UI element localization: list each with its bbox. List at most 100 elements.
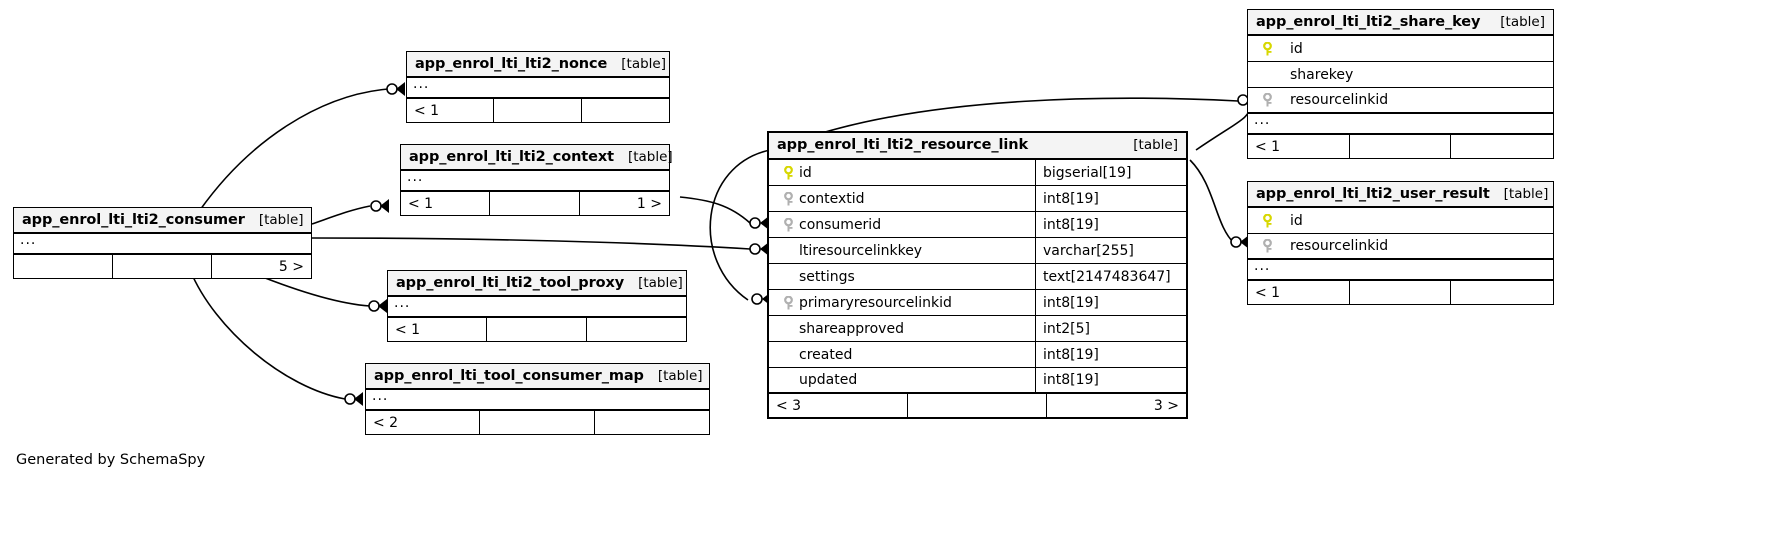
footer-middle (1350, 135, 1452, 158)
column-type: int8[19] (1043, 372, 1099, 388)
column-label: primaryresourcelinkid (799, 294, 952, 311)
table-name: app_enrol_lti_lti2_share_key (1256, 13, 1481, 30)
connector-contextid (749, 217, 761, 229)
foreign-key-icon (777, 191, 799, 206)
table-row[interactable]: shareapproved int2[5] (769, 316, 1186, 342)
table-tag: [table] (621, 55, 666, 72)
primary-key-icon (1256, 213, 1278, 228)
footer-parents: < 3 (769, 394, 908, 417)
footer-middle (1350, 281, 1452, 304)
table-row[interactable]: id (1248, 36, 1553, 62)
edge-resourcelink-userresult (1189, 159, 1235, 244)
column-label: id (799, 164, 812, 181)
table-row[interactable]: id (1248, 208, 1553, 234)
table-app_enrol_lti_lti2_resource_link[interactable]: app_enrol_lti_lti2_resource_link [table]… (767, 131, 1188, 419)
table-app_enrol_lti_lti2_consumer[interactable]: app_enrol_lti_lti2_consumer [table] ... … (13, 207, 312, 279)
table-footer: < 1 (388, 318, 686, 341)
collapsed-columns-indicator: ... (1248, 112, 1553, 135)
edge-consumer-consumermap (189, 269, 346, 400)
column-label: sharekey (1290, 66, 1354, 83)
table-tag: [table] (627, 148, 673, 165)
collapsed-columns-indicator: ... (407, 76, 669, 99)
footer-children (582, 99, 669, 122)
column-name-cell: resourcelinkid (1248, 234, 1553, 258)
table-app_enrol_lti_lti2_share_key[interactable]: app_enrol_lti_lti2_share_key [table] id … (1247, 9, 1554, 159)
primary-key-icon (777, 165, 799, 180)
column-label: id (1290, 212, 1303, 229)
column-name-cell: resourcelinkid (1248, 88, 1553, 112)
table-header: app_enrol_lti_lti2_tool_proxy [table] (388, 271, 686, 297)
edge-context-resourcelink (679, 196, 751, 224)
footer-middle (480, 411, 595, 434)
foreign-key-icon (1256, 239, 1278, 253)
edge-consumer-nonce (199, 88, 389, 211)
table-row[interactable]: contextid int8[19] (769, 186, 1186, 212)
table-tag: [table] (1500, 13, 1545, 30)
primary-key-icon (1256, 41, 1278, 56)
footer-middle (494, 99, 582, 122)
table-header: app_enrol_lti_lti2_consumer [table] (14, 208, 311, 234)
table-name: app_enrol_lti_lti2_nonce (415, 55, 608, 72)
table-tag: [table] (638, 274, 683, 291)
table-app_enrol_lti_lti2_context[interactable]: app_enrol_lti_lti2_context [table] ... <… (400, 144, 673, 216)
table-row[interactable]: resourcelinkid (1248, 234, 1553, 260)
collapsed-columns-indicator: ... (1248, 258, 1553, 281)
table-row[interactable]: settings text[2147483647] (769, 264, 1186, 290)
table-row[interactable]: consumerid int8[19] (769, 212, 1186, 238)
column-label: resourcelinkid (1290, 238, 1389, 254)
table-row[interactable]: resourcelinkid (1248, 88, 1553, 114)
footer-children: 1 > (636, 195, 662, 212)
footer-children (595, 411, 709, 434)
generated-by-caption: Generated by SchemaSpy (16, 452, 206, 468)
footer-parents: < 1 (401, 192, 491, 215)
column-label: created (799, 346, 853, 363)
table-row[interactable]: primaryresourcelinkid int8[19] (769, 290, 1186, 316)
column-name-cell: ltiresourcelinkkey (769, 238, 1036, 263)
table-header: app_enrol_lti_lti2_nonce [table] (407, 52, 669, 78)
column-name-cell: sharekey (1248, 62, 1553, 87)
table-tag: [table] (1503, 185, 1549, 202)
column-label: contextid (799, 190, 865, 207)
table-app_enrol_lti_lti2_nonce[interactable]: app_enrol_lti_lti2_nonce [table] ... < 1 (406, 51, 670, 123)
column-name-cell: primaryresourcelinkid (769, 290, 1036, 315)
table-app_enrol_lti_lti2_user_result[interactable]: app_enrol_lti_lti2_user_result [table] i… (1247, 181, 1554, 305)
column-name-cell: consumerid (769, 212, 1036, 237)
foreign-key-icon (777, 295, 799, 310)
connector-consumermap (344, 393, 356, 405)
column-label: id (1290, 40, 1303, 57)
table-tag: [table] (1133, 137, 1178, 153)
table-name: app_enrol_lti_lti2_resource_link (777, 137, 1029, 153)
column-name-cell: created (769, 342, 1036, 367)
footer-parents: < 1 (1248, 281, 1350, 304)
column-name-cell: updated (769, 368, 1036, 392)
column-name-cell: id (769, 160, 1036, 185)
edge-consumer-context (311, 205, 371, 225)
edge-resourcelink-sharekey-2 (1195, 103, 1253, 151)
table-row[interactable]: id bigserial[19] (769, 160, 1186, 186)
collapsed-columns-indicator: ... (14, 232, 311, 255)
edge-resourcelink-self (709, 149, 771, 301)
table-name: app_enrol_lti_lti2_tool_proxy (396, 274, 625, 291)
connector-nonce (386, 83, 398, 95)
table-row[interactable]: updated int8[19] (769, 368, 1186, 394)
footer-children (1451, 135, 1553, 158)
table-name: app_enrol_lti_lti2_consumer (22, 211, 245, 228)
table-row[interactable]: ltiresourcelinkkey varchar[255] (769, 238, 1186, 264)
table-footer: < 1 (1248, 135, 1553, 158)
table-footer: < 1 (1248, 281, 1553, 304)
table-row[interactable]: sharekey (1248, 62, 1553, 88)
table-row[interactable]: created int8[19] (769, 342, 1186, 368)
table-header: app_enrol_lti_lti2_resource_link [table] (769, 133, 1186, 160)
table-footer: 5 > (14, 255, 311, 278)
table-name: app_enrol_lti_lti2_user_result (1256, 185, 1490, 202)
table-app_enrol_lti_tool_consumer_map[interactable]: app_enrol_lti_tool_consumer_map [table] … (365, 363, 710, 435)
footer-parents: < 2 (366, 411, 481, 434)
table-header: app_enrol_lti_lti2_user_result [table] (1248, 182, 1553, 208)
connector-toolproxy (368, 300, 380, 312)
column-name-cell: settings (769, 264, 1036, 289)
footer-middle (490, 192, 580, 215)
column-name-cell: id (1248, 208, 1553, 233)
column-type: int8[19] (1043, 294, 1099, 311)
table-app_enrol_lti_lti2_tool_proxy[interactable]: app_enrol_lti_lti2_tool_proxy [table] ..… (387, 270, 687, 342)
